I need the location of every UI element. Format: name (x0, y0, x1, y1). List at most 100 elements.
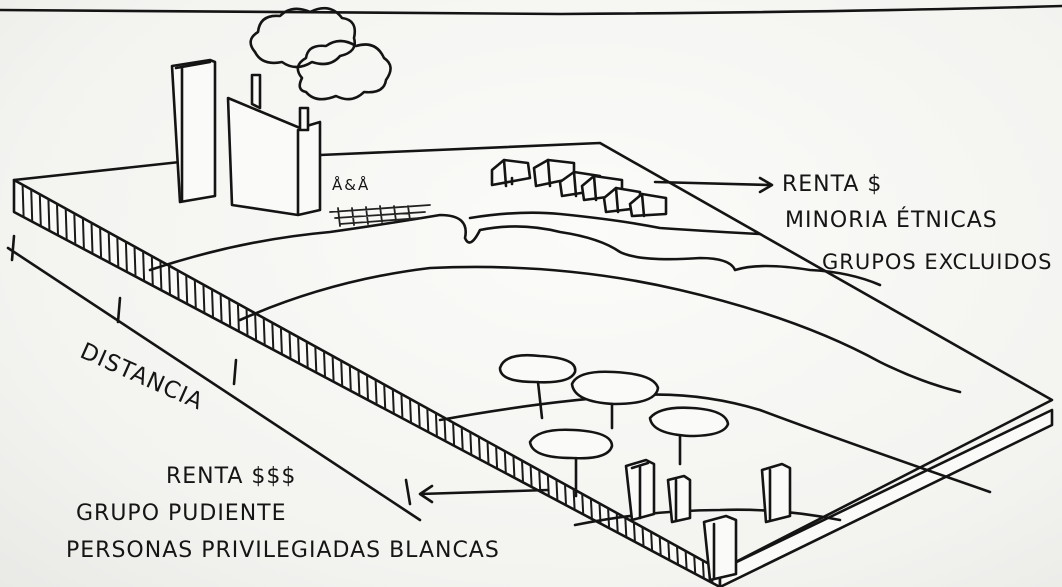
hatch-line (658, 536, 662, 556)
hatch-line (64, 208, 68, 240)
distance-tick-mid1 (116, 296, 122, 324)
hatch-line (374, 379, 378, 405)
hatch-line (477, 436, 481, 460)
hatch-line (340, 360, 344, 386)
hatch-line (512, 455, 516, 478)
hatch-line (400, 393, 404, 418)
label-excluded: GRUPOS EXCLUIDOS (822, 250, 1053, 274)
hatch-line (193, 279, 197, 309)
arrow-to-renta-low (653, 176, 774, 194)
hatch-line (624, 517, 628, 537)
label-renta-high: RENTA $$$ (166, 464, 297, 489)
distance-tick-end (404, 478, 412, 506)
smoke-cloud-lower (296, 39, 392, 101)
hatch-line (185, 275, 189, 304)
hatch-line (391, 389, 395, 414)
hatch-line (546, 474, 550, 496)
arrow-to-renta-high (418, 484, 550, 504)
hatch-line (676, 546, 679, 565)
hatch-line (21, 184, 25, 217)
smoke-cloud-upper (249, 6, 357, 69)
hatch-line (348, 365, 352, 391)
hatch-line (202, 284, 206, 313)
hatch-line (366, 374, 369, 400)
hatch-line (409, 398, 412, 423)
field-curve-bottom (573, 508, 842, 527)
hatch-line (279, 327, 283, 354)
hatch-line (323, 351, 326, 377)
slab-right-face (718, 408, 1054, 587)
hatch-line (288, 332, 292, 359)
hatch-line (538, 470, 542, 492)
hatch-line (684, 550, 688, 569)
frame-top-edge (0, 4, 1062, 16)
hatch-line (176, 270, 180, 299)
hatch-line (589, 498, 593, 519)
distance-tick-start (10, 234, 16, 262)
rail-tracks (329, 204, 431, 227)
river-band-inner (468, 211, 762, 236)
hatch-line (495, 446, 499, 469)
hatch-line (693, 555, 697, 574)
hatch-line (116, 237, 120, 267)
distance-line (6, 246, 422, 522)
hatch-line (107, 232, 111, 263)
hatch-line (701, 560, 705, 578)
hatch-line (228, 298, 232, 327)
label-wealthy: GRUPO PUDIENTE (76, 501, 287, 526)
hatch-line (434, 412, 438, 437)
field-curve-middle (238, 265, 962, 394)
hatch-line (331, 355, 335, 382)
hatch-line (521, 460, 524, 482)
chimney-right (298, 106, 310, 132)
hatch-line (426, 408, 430, 432)
label-renta-low: RENTA $ (782, 172, 883, 197)
slab-hatching (21, 184, 714, 583)
hatch-line (452, 422, 456, 446)
hatch-line (73, 213, 77, 245)
hatch-line (211, 289, 214, 318)
hatch-line (150, 256, 154, 286)
hatch-line (297, 336, 301, 363)
hatch-line (254, 313, 258, 341)
hatch-line (632, 522, 636, 542)
label-people-marks: Å&Å (332, 176, 371, 194)
hatch-line (142, 251, 146, 281)
hatch-line (236, 303, 240, 331)
hatch-line (564, 484, 567, 505)
hatch-line (99, 227, 103, 258)
label-minority: MINORIA ÉTNICAS (785, 208, 998, 233)
hatch-line (357, 370, 361, 395)
hatch-line (81, 217, 85, 249)
hatch-line (581, 493, 585, 514)
hatch-line (555, 479, 559, 501)
hatch-line (443, 417, 447, 441)
hatch-line (314, 346, 318, 373)
hatch-line (572, 489, 576, 510)
distance-tick-mid2 (232, 358, 238, 386)
hatch-line (271, 322, 275, 350)
hatch-line (503, 451, 507, 473)
chimney-left (250, 73, 262, 110)
hatch-line (245, 308, 249, 336)
hatch-line (133, 246, 137, 277)
hatch-line (641, 527, 645, 546)
hatch-line (47, 198, 51, 231)
hatch-line (383, 384, 387, 409)
hatch-line (417, 403, 421, 427)
label-privileged: PERSONAS PRIVILEGIADAS BLANCAS (66, 538, 500, 563)
hatch-line (460, 427, 464, 450)
low-income-houses (490, 158, 668, 218)
hatch-line (56, 203, 59, 235)
wealthy-towers (624, 458, 792, 582)
hatch-line (124, 241, 128, 272)
hatch-line (650, 531, 654, 551)
hatch-line (615, 512, 619, 533)
tall-tower (170, 58, 217, 204)
hatch-line (168, 265, 171, 295)
hatch-line (219, 294, 223, 322)
hatch-line (486, 441, 490, 464)
hatch-line (38, 194, 42, 226)
hatch-line (529, 465, 533, 487)
